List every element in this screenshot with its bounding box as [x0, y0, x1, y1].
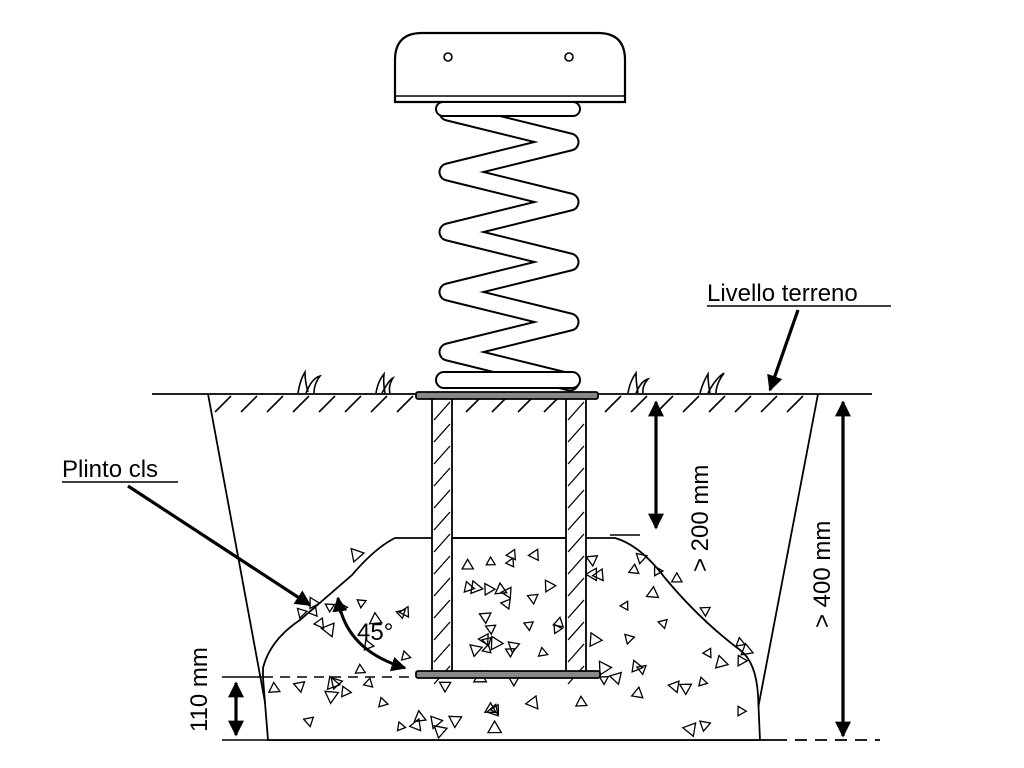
concrete-plinth: [262, 537, 761, 741]
plinth-label: Plinto cls: [62, 456, 158, 483]
angle-label: 45°: [357, 619, 393, 646]
ground-level-label: Livello terreno: [707, 280, 858, 307]
dimension-bottom-label: 110 mm: [186, 647, 213, 732]
ground-hatching: [214, 395, 804, 413]
anchor-post: [415, 391, 601, 685]
aggregate-texture: [267, 547, 755, 740]
angle-marker: [332, 596, 407, 672]
dimension-top: [610, 400, 664, 536]
seat-head: [393, 31, 627, 104]
ground-level-label-group: Livello terreno: [707, 280, 891, 307]
leader-arrows: [127, 309, 800, 607]
coil-spring: [435, 101, 581, 392]
grass-tufts: [297, 369, 725, 394]
dimension-total-label: > 400 mm: [809, 521, 836, 628]
plinth-label-group: Plinto cls: [62, 456, 178, 483]
bolt-hole-left: [443, 52, 453, 62]
bolt-hole-right: [564, 52, 574, 62]
dimension-bottom: [222, 676, 270, 741]
dimension-top-label: > 200 mm: [687, 465, 714, 572]
